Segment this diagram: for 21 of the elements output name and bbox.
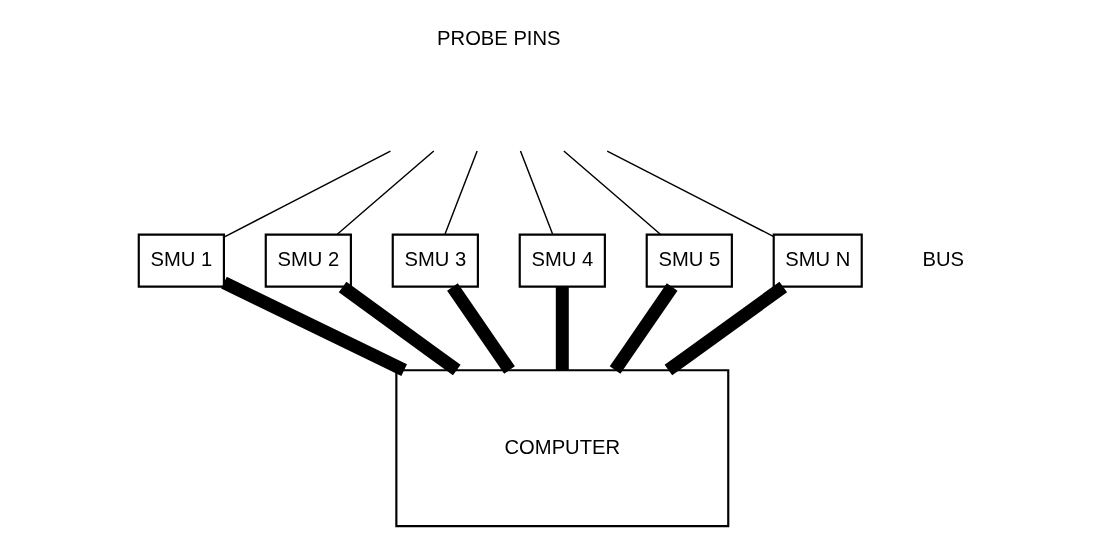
connector — [220, 276, 407, 376]
label: BUS — [922, 247, 964, 270]
connector — [336, 150, 434, 235]
node-box: COMPUTER — [394, 369, 729, 528]
connector — [443, 150, 478, 235]
connector — [555, 286, 569, 371]
node-box: SMU 2 — [264, 233, 352, 288]
connector — [446, 283, 515, 374]
node-box: SMU 4 — [518, 233, 606, 288]
connector — [609, 283, 677, 374]
connector — [338, 281, 461, 376]
connector — [222, 150, 391, 238]
connector — [519, 150, 553, 235]
node-box: SMU 1 — [137, 233, 225, 288]
node-box: SMU 5 — [645, 233, 733, 288]
node-box: SMU N — [772, 233, 863, 288]
label: PROBE PINS — [436, 27, 561, 50]
node-box: SMU 3 — [391, 233, 479, 288]
connector — [562, 150, 661, 235]
connector — [606, 150, 774, 238]
connector — [664, 281, 787, 376]
